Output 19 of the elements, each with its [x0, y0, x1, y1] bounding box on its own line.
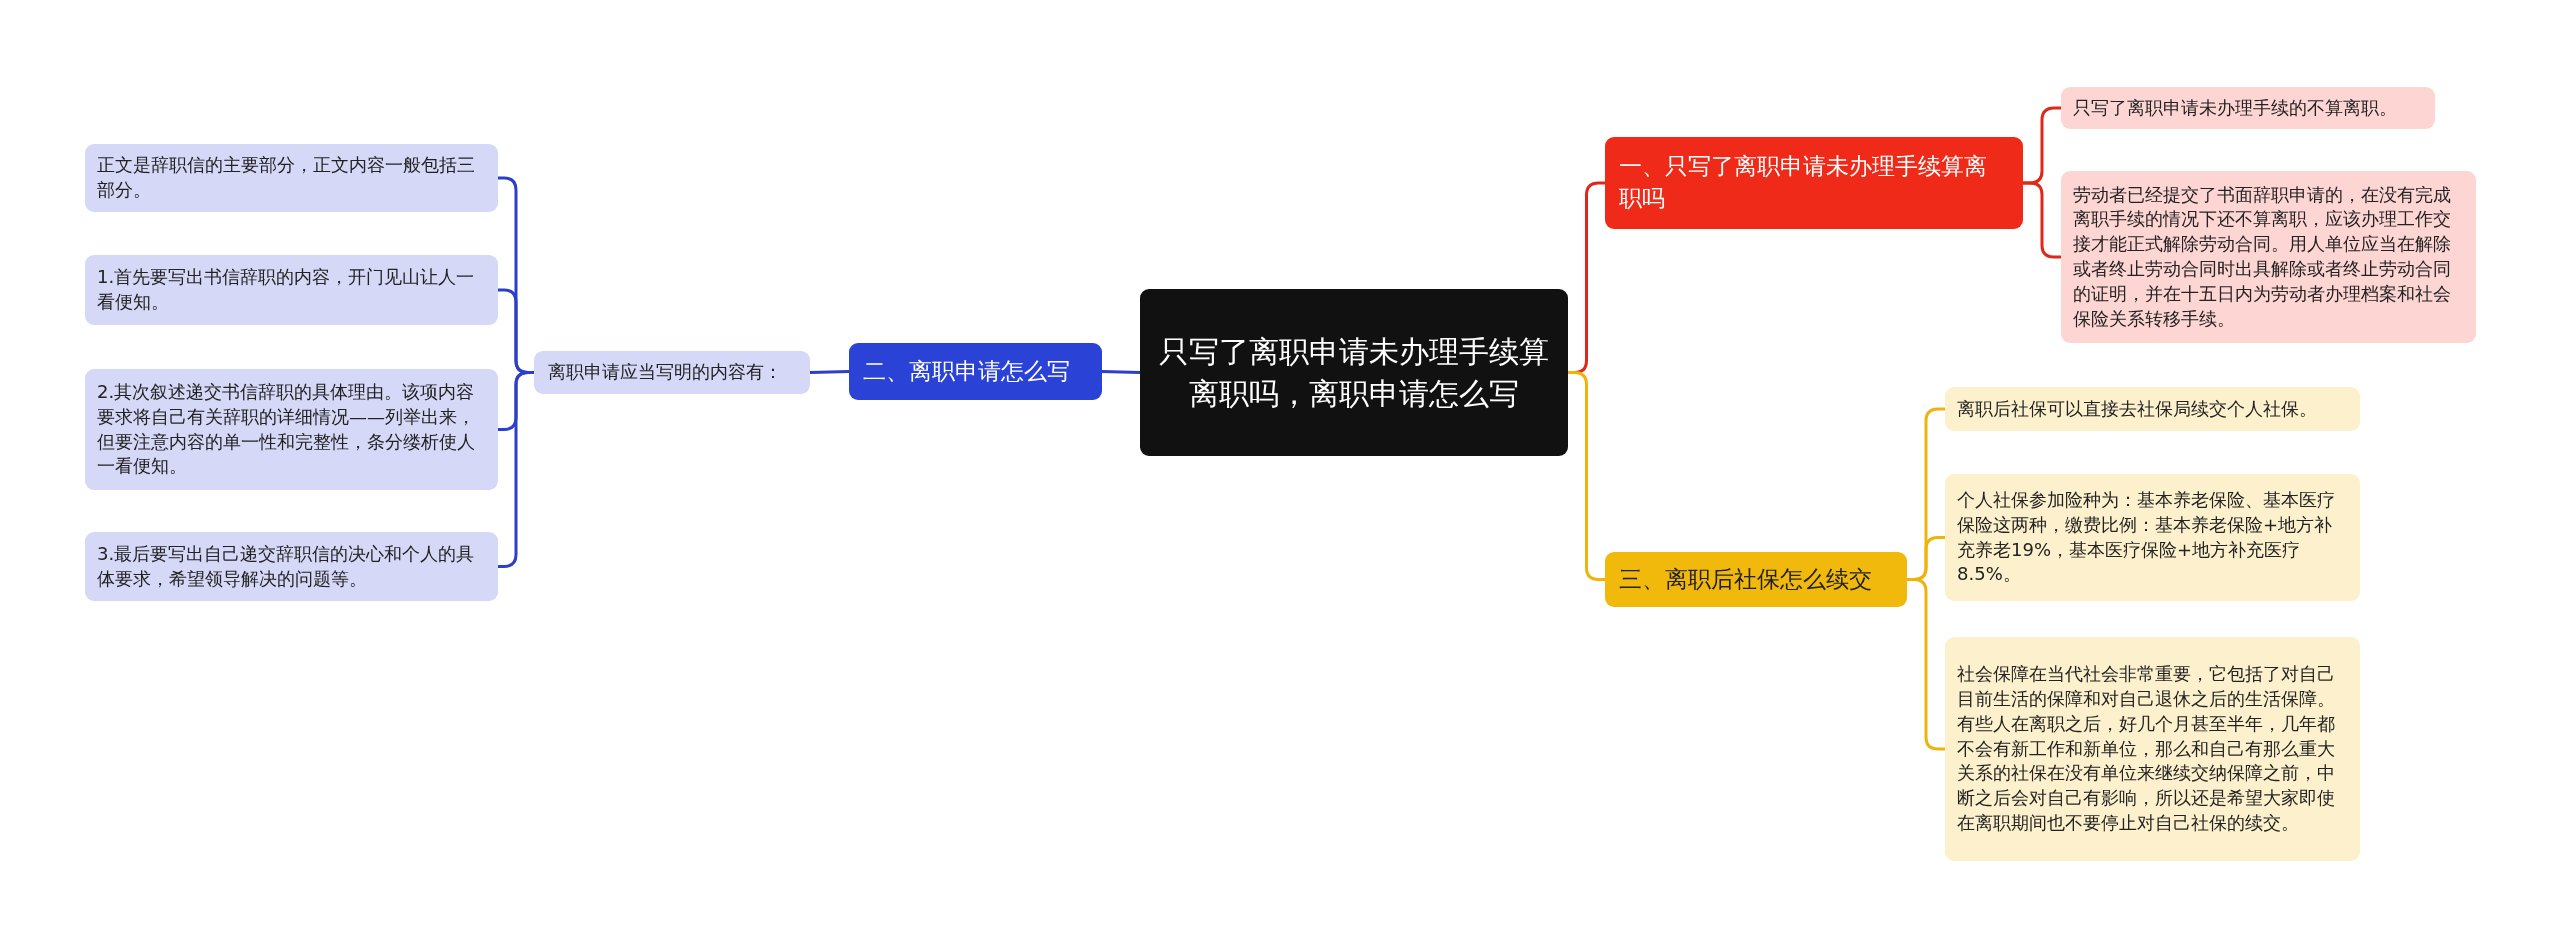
note-box: 3.最后要写出自己递交辞职信的决心和个人的具体要求，希望领导解决的问题等。: [85, 532, 498, 601]
branch-topic-box: 三、离职后社保怎么续交: [1605, 552, 1907, 607]
branch-topic-box: 一、只写了离职申请未办理手续算离职吗: [1605, 137, 2023, 229]
note-box: 社会保障在当代社会非常重要，它包括了对自己目前生活的保障和对自己退休之后的生活保障。有些人在离职之后，好几个月甚至半年，几年都不会有新工作和新单位，那么和自己有那么重大关系的社保在没有单位来继续交纳保障之前，中断之后会对自己有影响，所以还是希望大家即使在离职期间也不要停止对自己社保的续交。: [1945, 637, 2360, 861]
connector-line: [809, 370, 850, 374]
subtopic-box: 离职申请应当写明的内容有：: [534, 351, 810, 394]
note-box: 离职后社保可以直接去社保局续交个人社保。: [1945, 387, 2360, 431]
connector-line: [1568, 371, 1605, 581]
note-box: 1.首先要写出书信辞职的内容，开门见山让人一看便知。: [85, 255, 498, 325]
connector-line: [2023, 181, 2061, 259]
note-box: 正文是辞职信的主要部分，正文内容一般包括三部分。: [85, 144, 498, 212]
note-box: 只写了离职申请未办理手续的不算离职。: [2061, 87, 2435, 129]
connector-line: [1907, 578, 1945, 751]
branch-topic-box: 二、离职申请怎么写: [849, 343, 1102, 400]
note-box: 劳动者已经提交了书面辞职申请的，在没有完成离职手续的情况下还不算离职，应该办理工作交接才能正式解除劳动合同。用人单位应当在解除或者终止劳动合同时出具解除或者终止劳动合同的证明，并在十五日内为劳动者办理档案和社会保险关系转移手续。: [2061, 171, 2476, 343]
central-topic-box: 只写了离职申请未办理手续算离职吗，离职申请怎么写: [1140, 289, 1568, 456]
note-box: 2.其次叙述递交书信辞职的具体理由。该项内容要求将自己有关辞职的详细情况——列举出来，但要注意内容的单一性和完整性，条分缕析使人一看便知。: [85, 369, 498, 490]
connector-line: [1101, 370, 1141, 374]
note-box: 个人社保参加险种为：基本养老保险、基本医疗保险这两种，缴费比例：基本养老保险+地方补充养老19%，基本医疗保险+地方补充医疗8.5%。: [1945, 474, 2360, 601]
